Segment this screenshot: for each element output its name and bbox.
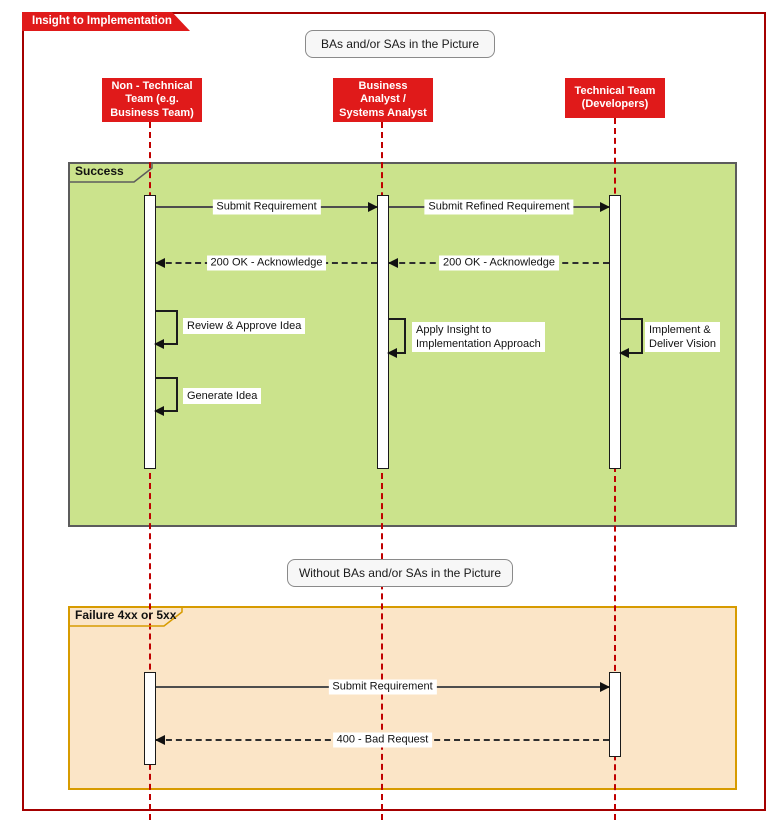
arrowhead-icon [600, 682, 610, 692]
arrowhead-icon [154, 406, 164, 416]
message-label: 200 OK - Acknowledge [206, 255, 327, 271]
activation-bar-technical-failure [609, 672, 621, 757]
caption-with-bas-text: BAs and/or SAs in the Picture [320, 37, 480, 51]
actor-technical-team-label: Technical Team (Developers) [574, 84, 656, 111]
diagram-title: Insight to Implementation [32, 15, 172, 27]
message-label: Submit Refined Requirement [424, 199, 574, 215]
actor-business-analyst: Business Analyst / Systems Analyst [333, 78, 433, 122]
message-label: 400 - Bad Request [332, 732, 433, 748]
message-400-bad-request: 400 - Bad Request [155, 732, 609, 748]
arrowhead-icon [388, 258, 398, 268]
self-message-label: Generate Idea [183, 388, 262, 404]
self-message-review-approve-idea [154, 310, 178, 349]
self-message-label: Apply Insight to Implementation Approach [412, 322, 545, 352]
caption-without-bas: Without BAs and/or SAs in the Picture [287, 559, 513, 587]
self-message-label: Implement & Deliver Vision [645, 322, 721, 352]
self-message-apply-insight [387, 318, 406, 358]
actor-business-analyst-label: Business Analyst / Systems Analyst [339, 79, 427, 119]
activation-bar-technical-success [609, 195, 621, 469]
lifeline-non-technical-team [149, 122, 151, 820]
message-label: Submit Requirement [212, 199, 321, 215]
diagram-title-tab: Insight to Implementation [22, 12, 190, 31]
arrowhead-icon [368, 202, 378, 212]
caption-with-bas: BAs and/or SAs in the Picture [305, 30, 495, 58]
actor-non-technical-team-label: Non - Technical Team (e.g. Business Team… [110, 79, 194, 119]
self-message-label: Review & Approve Idea [183, 318, 306, 334]
message-200-ok-acknowledge-left: 200 OK - Acknowledge [155, 255, 377, 271]
arrowhead-icon [155, 258, 165, 268]
activation-bar-non-technical-success [144, 195, 156, 469]
arrowhead-icon [600, 202, 610, 212]
message-submit-refined-requirement: Submit Refined Requirement [389, 199, 610, 215]
activation-bar-non-technical-failure [144, 672, 156, 765]
activation-bar-business-analyst-success [377, 195, 389, 469]
page-border [22, 12, 766, 811]
arrowhead-icon [387, 348, 397, 358]
self-message-generate-idea [154, 377, 178, 416]
message-submit-requirement-failure: Submit Requirement [156, 679, 610, 695]
message-200-ok-acknowledge-right: 200 OK - Acknowledge [388, 255, 609, 271]
arrowhead-icon [154, 339, 164, 349]
lifeline-business-analyst [381, 122, 383, 820]
message-submit-requirement: Submit Requirement [156, 199, 378, 215]
arrowhead-icon [619, 348, 629, 358]
actor-non-technical-team: Non - Technical Team (e.g. Business Team… [102, 78, 202, 122]
failure-frame [68, 606, 737, 790]
success-frame [68, 162, 737, 527]
arrowhead-icon [155, 735, 165, 745]
lifeline-technical-team [614, 118, 616, 820]
actor-technical-team: Technical Team (Developers) [565, 78, 665, 118]
message-label: Submit Requirement [328, 679, 437, 695]
message-label: 200 OK - Acknowledge [439, 255, 559, 271]
self-message-implement-deliver [619, 318, 643, 358]
caption-without-bas-text: Without BAs and/or SAs in the Picture [298, 566, 502, 580]
